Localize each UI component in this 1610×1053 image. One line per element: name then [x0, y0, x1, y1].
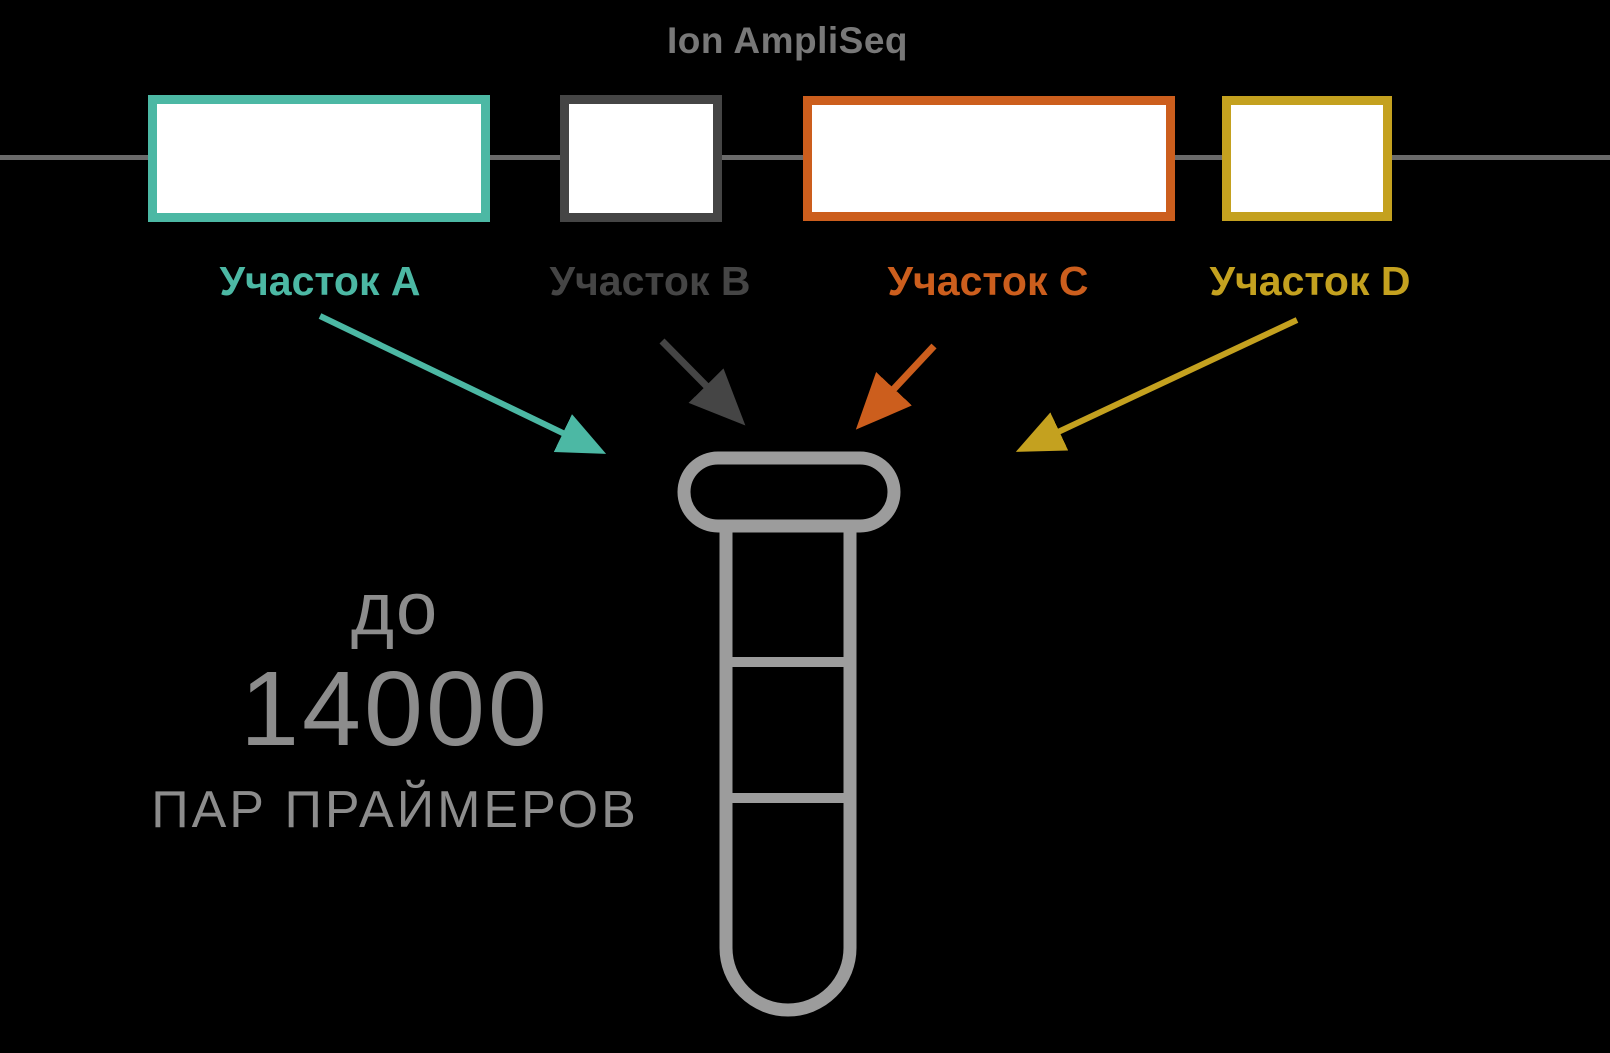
stat-prefix: до [350, 567, 440, 650]
arrow-region-b-icon [659, 338, 746, 426]
region-box-d [1222, 96, 1392, 221]
stat-unit: ПАР ПРАЙМЕРОВ [151, 781, 639, 839]
region-box-b [560, 95, 722, 222]
test-tube-icon [677, 451, 901, 1017]
primer-pairs-stat: до 14000 ПАР ПРАЙМЕРОВ [65, 567, 725, 839]
region-label-d: Участок D [1209, 258, 1411, 304]
region-label-b: Участок B [549, 258, 751, 304]
region-box-a [148, 95, 490, 222]
arrow-region-a-icon [318, 313, 607, 454]
stat-value: 14000 [240, 650, 550, 768]
region-label-a: Участок A [219, 258, 421, 304]
arrow-region-c-icon [855, 343, 937, 430]
arrow-region-d-icon [1015, 317, 1299, 452]
test-tube-cap [677, 451, 901, 533]
diagram-title: Ion AmpliSeq [666, 20, 909, 61]
region-box-c [803, 96, 1175, 221]
region-label-c: Участок C [887, 258, 1089, 304]
test-tube-body [719, 521, 857, 1017]
